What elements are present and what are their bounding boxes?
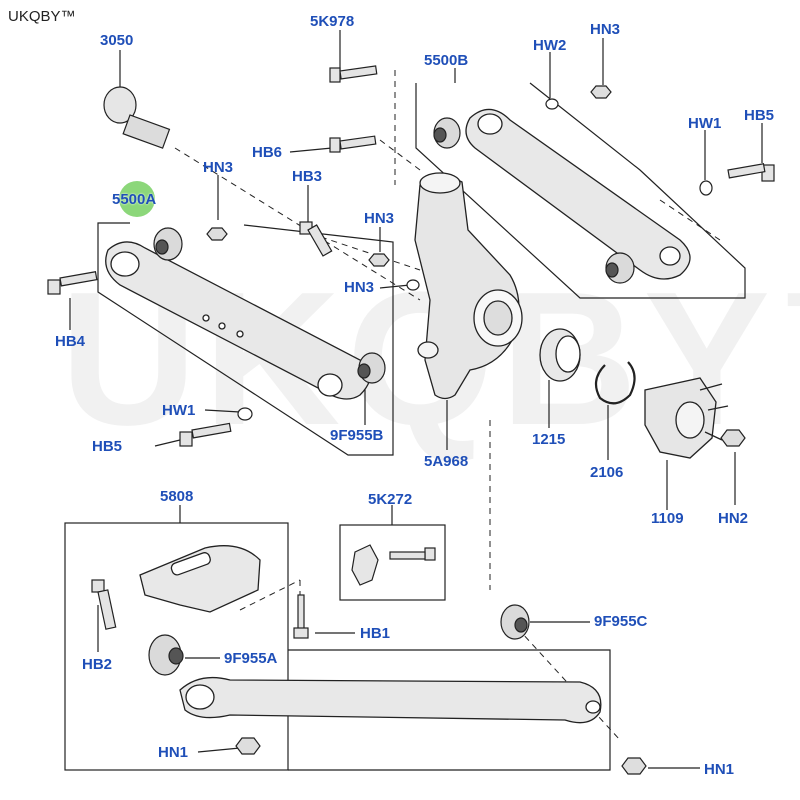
label-HN3-left: HN3 bbox=[203, 159, 234, 176]
label-5K272: 5K272 bbox=[368, 491, 413, 508]
bushing-5500A-inner bbox=[153, 227, 183, 261]
bushing-9F955B bbox=[357, 352, 386, 384]
part-2106-snap-ring bbox=[594, 361, 636, 405]
part-5500A-lateral-arm bbox=[105, 241, 371, 400]
bushing-5500B-upper bbox=[433, 117, 461, 149]
bolt-HB5-left bbox=[179, 422, 232, 447]
nut-HN3-left bbox=[206, 227, 228, 241]
label-HB1: HB1 bbox=[360, 625, 391, 642]
nut-HN3-mid bbox=[368, 253, 390, 267]
bushing-9F955C bbox=[500, 604, 530, 640]
label-HB4: HB4 bbox=[55, 333, 86, 350]
bolt-HB4 bbox=[47, 271, 98, 295]
part-1215-wheel-bearing bbox=[539, 328, 581, 382]
label-HB2: HB2 bbox=[82, 656, 113, 673]
label-HN1-left: HN1 bbox=[158, 744, 189, 761]
group-box-5500A bbox=[97, 222, 394, 456]
bolt-HB3 bbox=[299, 221, 333, 257]
label-5500B: 5500B bbox=[424, 52, 469, 69]
label-9F955A: 9F955A bbox=[224, 650, 278, 667]
label-HN1-right: HN1 bbox=[704, 761, 735, 778]
nut-HN1-right bbox=[621, 757, 647, 775]
bushing-5500B-lower bbox=[605, 252, 635, 284]
label-1109: 1109 bbox=[651, 510, 684, 527]
label-HW1-left: HW1 bbox=[162, 402, 196, 419]
label-9F955B: 9F955B bbox=[330, 427, 384, 444]
label-HB5-right: HB5 bbox=[744, 107, 775, 124]
bushing-9F955A bbox=[148, 634, 184, 676]
nut-HN1-left bbox=[235, 737, 261, 755]
washer-HW2 bbox=[545, 98, 559, 110]
bolt-HB6 bbox=[329, 135, 377, 153]
part-5500B-rear-arm bbox=[465, 108, 691, 280]
group-box-5808 bbox=[64, 522, 289, 771]
group-box-lower-arm bbox=[288, 649, 611, 771]
part-1109-hub bbox=[644, 377, 729, 459]
washer-HN3-mid2 bbox=[406, 279, 420, 291]
part-5K272-bracket bbox=[351, 544, 379, 586]
label-HN3-mid2: HN3 bbox=[344, 279, 375, 296]
label-HN3-top: HN3 bbox=[590, 21, 621, 38]
watermark-brand: UKQBY™ bbox=[8, 8, 76, 25]
highlight-dot bbox=[119, 181, 155, 217]
label-5A968: 5A968 bbox=[424, 453, 469, 470]
label-5500A: 5500A bbox=[112, 191, 157, 208]
label-1215: 1215 bbox=[532, 431, 566, 448]
label-HB3: HB3 bbox=[292, 168, 323, 185]
bolt-5K272 bbox=[389, 547, 436, 561]
bolt-HB5-right bbox=[727, 163, 775, 182]
label-HN2: HN2 bbox=[718, 510, 749, 527]
part-3050-stub-shaft bbox=[103, 86, 171, 149]
label-5K978: 5K978 bbox=[310, 13, 355, 30]
label-2106: 2106 bbox=[590, 464, 624, 481]
bolt-HB1 bbox=[293, 594, 309, 639]
label-HN3-mid: HN3 bbox=[364, 210, 395, 227]
part-5A968-knuckle bbox=[414, 172, 523, 400]
bolt-HB2 bbox=[91, 579, 117, 630]
nut-HN3-top bbox=[590, 85, 612, 99]
label-HW2: HW2 bbox=[533, 37, 567, 54]
label-9F955C: 9F955C bbox=[594, 613, 648, 630]
label-HB6: HB6 bbox=[252, 144, 283, 161]
washer-HW1-right bbox=[699, 180, 713, 196]
part-lower-control-arm bbox=[179, 676, 602, 724]
group-box-5500B bbox=[415, 82, 746, 299]
nut-HN2 bbox=[720, 429, 746, 447]
label-3050: 3050 bbox=[100, 32, 134, 49]
part-5808-bracket bbox=[139, 545, 261, 613]
label-5808: 5808 bbox=[160, 488, 194, 505]
bolt-5K978 bbox=[329, 65, 378, 83]
label-HB5-left: HB5 bbox=[92, 438, 123, 455]
washer-HW1-left bbox=[237, 407, 253, 421]
label-HW1-right: HW1 bbox=[688, 115, 722, 132]
